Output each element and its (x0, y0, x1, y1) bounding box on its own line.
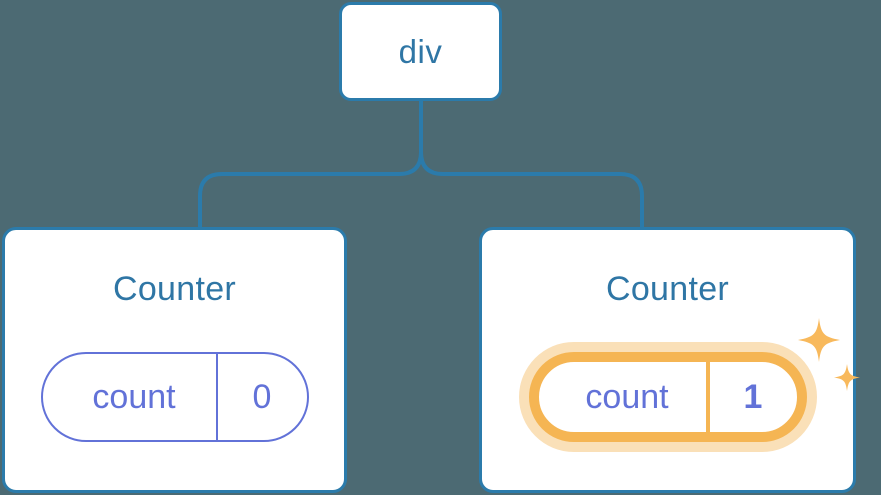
state-pill-right-wrapper: count 1 (528, 318, 860, 442)
node-div[interactable]: div (339, 2, 502, 101)
state-pill-left-wrapper: count 0 (40, 352, 309, 442)
node-counter-left[interactable]: Counter count 0 (2, 227, 347, 493)
state-pill-left-key: count (92, 378, 176, 416)
node-div-label: div (398, 33, 443, 70)
sparkle-large-icon (797, 318, 840, 362)
state-pill-left[interactable]: count 0 (40, 352, 309, 442)
node-counter-right-title: Counter (605, 270, 730, 308)
node-counter-right[interactable]: Counter count 1 (479, 227, 860, 493)
node-counter-left-title: Counter (112, 270, 237, 308)
state-pill-right[interactable]: count 1 (528, 352, 807, 442)
sparkle-small-icon (833, 364, 860, 391)
state-pill-left-value: 0 (215, 354, 307, 440)
state-pill-right-key: count (585, 378, 669, 416)
state-pill-right-value: 1 (705, 362, 797, 432)
